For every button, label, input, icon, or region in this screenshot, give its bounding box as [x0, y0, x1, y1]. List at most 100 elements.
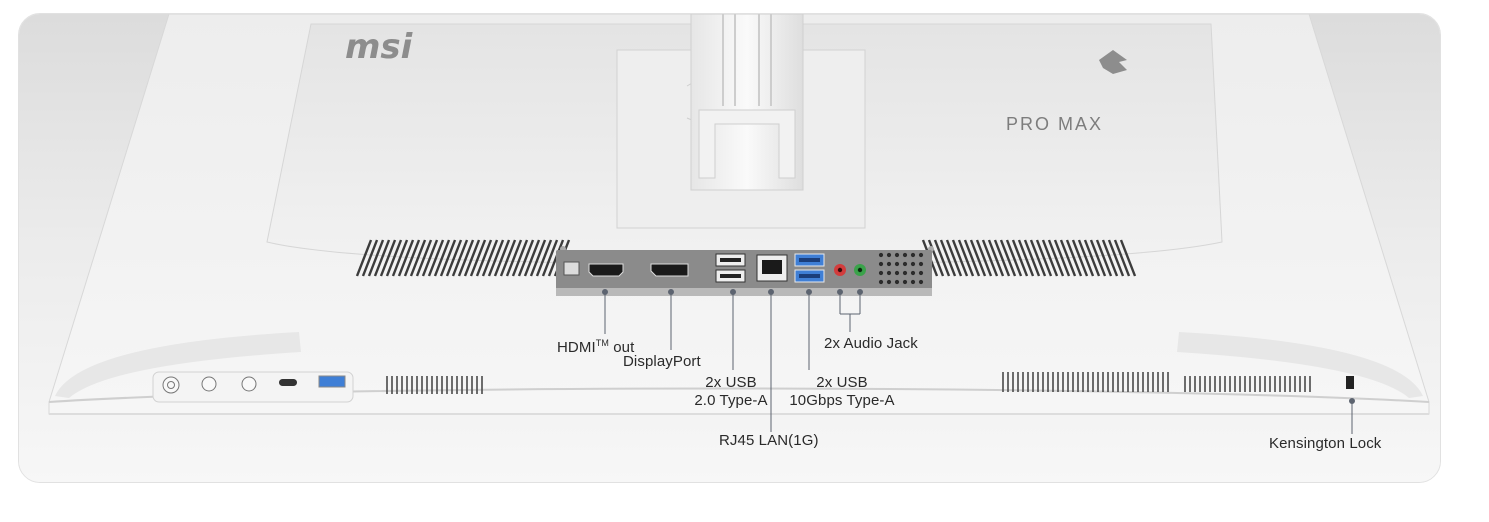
leader-lines	[602, 289, 1355, 434]
vent-slat	[517, 239, 535, 277]
grill-dot	[886, 279, 892, 285]
vent-slat	[1047, 239, 1065, 277]
vent-slat	[981, 239, 999, 277]
left-bezel-recess	[55, 332, 301, 398]
vent-slat	[499, 239, 517, 277]
vent-slat	[951, 239, 969, 277]
vent-slat	[439, 239, 457, 277]
vent-slat	[945, 239, 963, 277]
kensington-slot	[1346, 376, 1354, 389]
grill-dot	[886, 261, 892, 267]
vent-slat	[963, 239, 981, 277]
msi-dragon-icon	[1099, 50, 1127, 74]
vent-slat	[451, 239, 469, 277]
vent-slat	[379, 239, 397, 277]
power-button-icon	[162, 376, 180, 394]
vent-slat	[403, 239, 421, 277]
vent-slat	[999, 239, 1017, 277]
grill-dot	[918, 279, 924, 285]
vent-slat	[1005, 239, 1023, 277]
displayport-port	[650, 263, 689, 277]
grill-dot	[894, 270, 900, 276]
vent-slat	[1101, 239, 1119, 277]
label-rj45-lan: RJ45 LAN(1G)	[719, 432, 819, 449]
label-kensington-lock: Kensington Lock	[1269, 435, 1382, 452]
usb-a-port-front	[318, 375, 346, 388]
vent-slat	[475, 239, 493, 277]
vent-slat	[391, 239, 409, 277]
vent-slat	[975, 239, 993, 277]
grill-dot	[894, 261, 900, 267]
grill-dot	[878, 279, 884, 285]
grill-dot	[902, 261, 908, 267]
label-hdmi-out: HDMITM out	[557, 338, 635, 356]
vent-slat	[1119, 239, 1137, 277]
panel-grill-dots	[878, 252, 924, 285]
vent-slat	[433, 239, 451, 277]
vent-slat	[1095, 239, 1113, 277]
grill-dot	[902, 270, 908, 276]
grill-dot	[918, 261, 924, 267]
grill-dot	[902, 252, 908, 258]
vent-slat	[469, 239, 487, 277]
vent-slat	[361, 239, 379, 277]
vent-slat	[1113, 239, 1131, 277]
front-right-vent-b	[1184, 376, 1311, 392]
monitor-rear-illustration: msi PRO MAX	[19, 14, 1440, 482]
vent-slat	[1029, 239, 1047, 277]
vent-slat	[1017, 239, 1035, 277]
io-port-panel	[556, 250, 932, 296]
vent-slat	[457, 239, 475, 277]
vent-slat	[487, 239, 505, 277]
vent-slat	[493, 239, 511, 277]
right-bezel-recess	[1177, 332, 1423, 398]
vent-slat	[367, 239, 385, 277]
vent-slat	[481, 239, 499, 277]
grill-dot	[910, 252, 916, 258]
vent-slat	[1065, 239, 1083, 277]
vent-slat	[541, 239, 559, 277]
vent-slat	[1041, 239, 1059, 277]
front-control-strip	[152, 371, 354, 403]
vent-slat	[987, 239, 1005, 277]
vent-slat	[427, 239, 445, 277]
vent-slat	[523, 239, 541, 277]
grill-dot	[886, 252, 892, 258]
grill-dot	[878, 252, 884, 258]
grill-dot	[894, 279, 900, 285]
vent-slat	[1011, 239, 1029, 277]
vent-slat	[511, 239, 529, 277]
vent-slat	[397, 239, 415, 277]
vent-slat	[1023, 239, 1041, 277]
grill-dot	[918, 252, 924, 258]
vent-slat	[1077, 239, 1095, 277]
grill-dot	[894, 252, 900, 258]
grill-dot	[902, 279, 908, 285]
vent-slat	[1053, 239, 1071, 277]
control-button-1-icon	[201, 376, 217, 392]
grill-dot	[886, 270, 892, 276]
vent-slat	[1059, 239, 1077, 277]
vent-slat	[969, 239, 987, 277]
grill-dot	[910, 279, 916, 285]
vent-slat	[421, 239, 439, 277]
grill-dot	[918, 270, 924, 276]
vent-slat	[939, 239, 957, 277]
label-audio-jack: 2x Audio Jack	[824, 335, 918, 352]
grill-dot	[910, 270, 916, 276]
grill-dot	[910, 261, 916, 267]
vent-slat	[957, 239, 975, 277]
vent-slat	[927, 239, 945, 277]
hdmi-port	[588, 263, 624, 277]
vent-slat	[993, 239, 1011, 277]
vent-slat	[1107, 239, 1125, 277]
vent-slat	[385, 239, 403, 277]
vent-slat	[409, 239, 427, 277]
grill-dot	[878, 270, 884, 276]
right-rear-vent	[921, 239, 1137, 277]
vent-slat	[505, 239, 523, 277]
vent-slat	[1035, 239, 1053, 277]
front-left-vent	[386, 376, 483, 394]
vent-slat	[1071, 239, 1089, 277]
